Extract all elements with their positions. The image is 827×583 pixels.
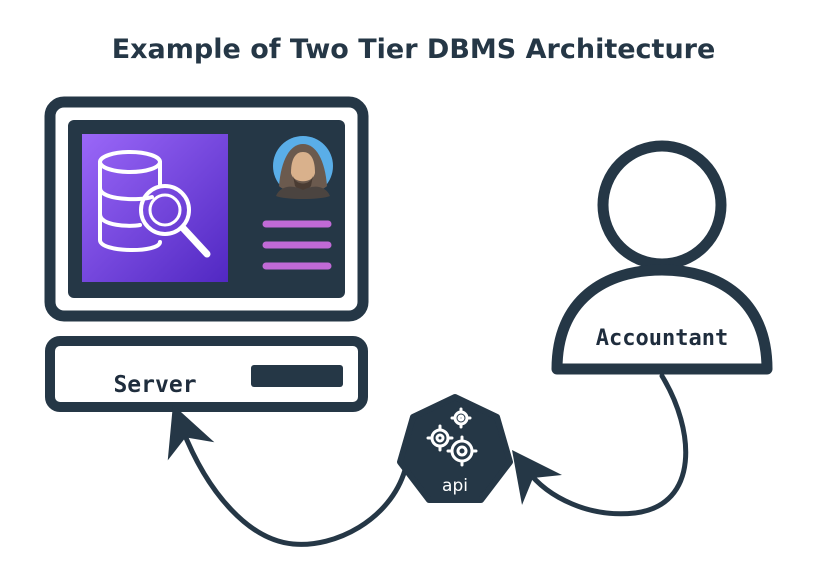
accountant-person: Accountant bbox=[551, 140, 773, 375]
database-search-icon bbox=[82, 134, 228, 282]
api-label: api bbox=[442, 476, 468, 496]
accountant-label: Accountant bbox=[596, 326, 728, 351]
server-base: Server bbox=[45, 336, 368, 412]
gears-icon bbox=[426, 407, 478, 467]
server-label: Server bbox=[113, 372, 196, 398]
arrow-accountant-to-api bbox=[511, 373, 689, 517]
api-node[interactable]: api bbox=[397, 394, 513, 503]
server-monitor bbox=[44, 96, 369, 322]
avatar-icon bbox=[273, 136, 333, 199]
menu-lines-icon bbox=[262, 220, 332, 270]
arrow-api-to-server bbox=[167, 404, 408, 547]
diagram-title: Example of Two Tier DBMS Architecture bbox=[111, 34, 716, 65]
